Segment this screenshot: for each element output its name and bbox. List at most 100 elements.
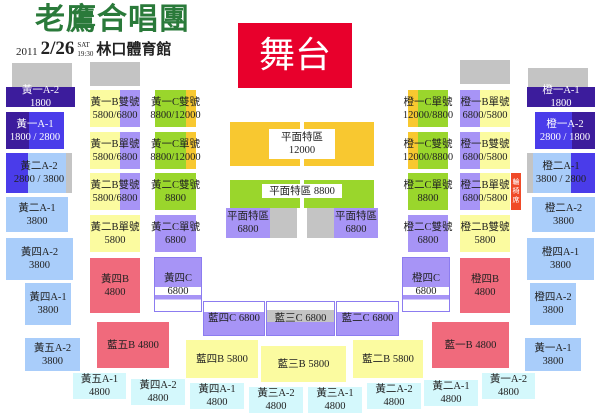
section-y2a2[interactable]: 黃二A-2 2800 / 3800 bbox=[6, 153, 72, 193]
section-price: 3800 bbox=[550, 260, 571, 271]
price-tier-area bbox=[408, 132, 418, 169]
section-name: 藍三C bbox=[274, 313, 303, 324]
section-price: 4800 bbox=[475, 339, 497, 351]
price-tier-area bbox=[571, 153, 595, 193]
section-name: 黃一B單號 bbox=[90, 138, 140, 150]
section-o4a2[interactable]: 橙四A-2 3800 bbox=[530, 283, 576, 325]
price-tier-area bbox=[460, 90, 480, 127]
section-name: 黃二A-1 bbox=[18, 202, 56, 214]
section-name: 黃二A-1 bbox=[432, 381, 470, 392]
section-label: 藍二C 6800 bbox=[342, 312, 394, 325]
section-name: 黃一A-2 bbox=[21, 85, 60, 96]
floor2-label: 平面特區 8800 bbox=[262, 184, 342, 198]
section-price: 8800 bbox=[313, 185, 335, 197]
section-b2b[interactable]: 藍二B 5800 bbox=[353, 340, 423, 378]
section-name: 黃一C單號 bbox=[151, 138, 201, 150]
section-label: 藍三C 6800 bbox=[275, 312, 327, 325]
section-price: 4800 bbox=[137, 339, 159, 351]
event-day: SAT bbox=[77, 41, 90, 49]
section-name: 黃一A-1 bbox=[16, 118, 54, 130]
section-price: 4800 bbox=[383, 397, 405, 408]
section-b3b[interactable]: 藍三B 5800 bbox=[261, 346, 346, 382]
section-name: 橙二A-2 bbox=[544, 202, 583, 214]
section-b3c[interactable]: 藍三C 6800 bbox=[266, 301, 335, 336]
price-tier-area bbox=[527, 153, 533, 193]
section-price: 3800 bbox=[542, 305, 564, 316]
section-name: 橙二C雙號 bbox=[403, 221, 453, 233]
section-name: 橙四B bbox=[470, 273, 499, 285]
section-name: 平面特區 bbox=[335, 211, 377, 222]
unavailable-area bbox=[528, 68, 588, 87]
section-label: 藍三B 5800 bbox=[278, 358, 330, 371]
section-name: 藍四B bbox=[196, 353, 225, 365]
section-name: 黃二B雙號 bbox=[90, 179, 140, 191]
section-b2c[interactable]: 藍二C 6800 bbox=[336, 301, 399, 336]
section-name: 黃一A-1 bbox=[534, 342, 572, 354]
section-name: 橙一B單號 bbox=[460, 96, 510, 108]
section-price: 4800 bbox=[498, 387, 519, 398]
section-b1b[interactable]: 藍一B 4800 bbox=[432, 322, 509, 368]
section-label: 藍四B 5800 bbox=[196, 353, 248, 366]
section-b4b[interactable]: 藍四B 5800 bbox=[186, 340, 258, 378]
price-tier-area bbox=[66, 153, 72, 193]
section-price: 1800 bbox=[550, 98, 572, 109]
section-price: 6800 bbox=[167, 285, 189, 297]
price-tier-area bbox=[120, 90, 140, 127]
section-name: 藍二B bbox=[362, 353, 391, 365]
section-b4c[interactable]: 藍四C 6800 bbox=[203, 301, 265, 336]
section-price: 6800 bbox=[415, 285, 437, 297]
section-price: 3800 bbox=[553, 215, 574, 227]
section-name: 藍三B bbox=[277, 358, 306, 370]
section-name: 橙一C單號 bbox=[403, 96, 453, 108]
section-name: 橙四A-2 bbox=[534, 292, 572, 303]
section-wheelchair[interactable]: 輪椅席 bbox=[511, 173, 521, 210]
section-b5b[interactable]: 藍五B 4800 bbox=[97, 322, 169, 368]
section-name: 黃二A-2 bbox=[20, 161, 58, 172]
section-price: 5800/6800 bbox=[92, 151, 138, 163]
section-price: 2800 / 3800 bbox=[13, 174, 65, 185]
